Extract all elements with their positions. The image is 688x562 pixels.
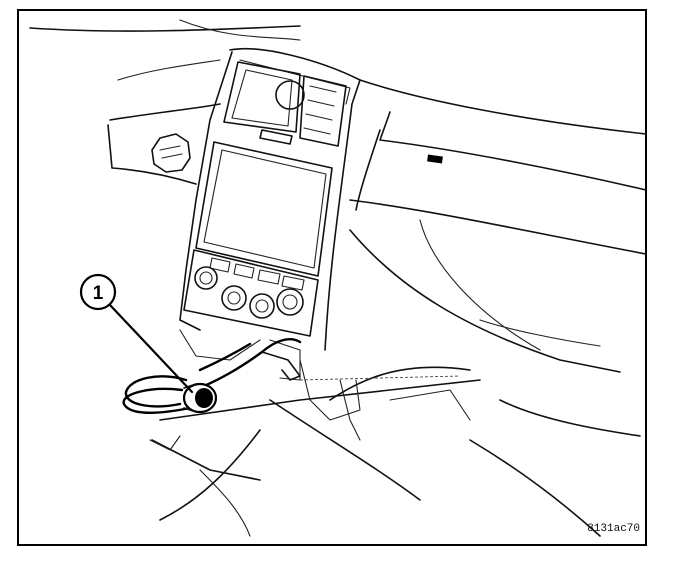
callout-1-circle xyxy=(79,273,117,311)
climate-control-icon xyxy=(183,249,319,337)
wiring-harness-icon xyxy=(122,338,302,414)
figure-code: 8131ac70 xyxy=(587,523,640,535)
callout-1-leader xyxy=(108,303,194,394)
callout-1: 1 xyxy=(79,273,194,394)
radio-display-icon xyxy=(195,141,333,277)
callout-1-label: 1 xyxy=(93,283,104,304)
dashboard-line-art xyxy=(29,19,647,537)
center-vent-icon xyxy=(223,61,347,147)
figure-frame xyxy=(17,9,647,546)
left-vent-icon xyxy=(151,133,191,173)
